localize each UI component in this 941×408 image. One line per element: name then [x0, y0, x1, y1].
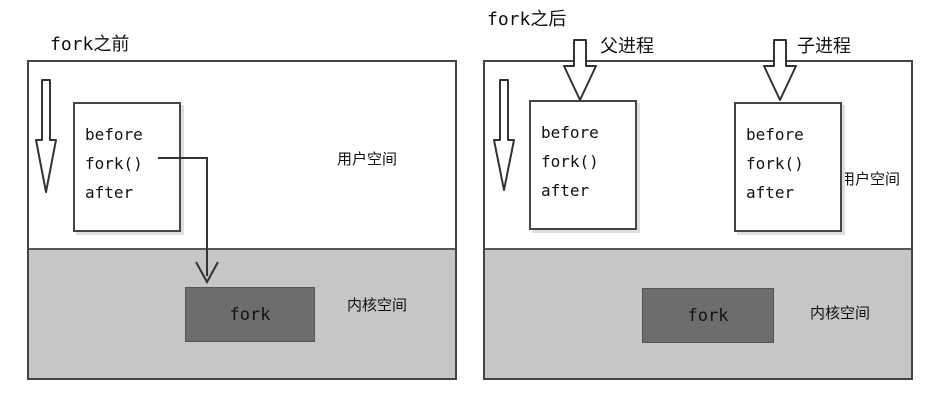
- user-space-label: 用户空间: [840, 170, 901, 188]
- code-line-fork: fork(): [85, 154, 143, 173]
- left-title: fork之前: [50, 34, 130, 55]
- parent-code-before: before: [541, 123, 599, 142]
- before-fork-panel: 用户空间 内核空间 before fork() after fork: [27, 60, 457, 380]
- process-code-box: before fork() after: [73, 102, 181, 232]
- code-line-before: before: [85, 125, 143, 144]
- after-fork-panel: 用户空间 内核空间 before fork() after before for…: [483, 60, 913, 380]
- child-code-before: before: [746, 125, 804, 144]
- kernel-space-label: 内核空间: [810, 304, 871, 322]
- child-code-box: before fork() after: [734, 102, 842, 232]
- parent-code-after: after: [541, 181, 590, 200]
- child-code-after: after: [746, 183, 795, 202]
- parent-code-fork: fork(): [541, 152, 599, 171]
- parent-process-label: 父进程: [600, 36, 654, 57]
- user-space-label: 用户空间: [337, 150, 398, 168]
- kernel-fork-box: fork: [642, 288, 774, 343]
- code-line-after: after: [85, 183, 134, 202]
- parent-code-box: before fork() after: [529, 100, 637, 230]
- child-code-fork: fork(): [746, 154, 804, 173]
- kernel-space-label: 内核空间: [347, 296, 408, 314]
- right-title: fork之后: [487, 9, 567, 30]
- kernel-fork-box: fork: [185, 287, 315, 342]
- child-process-label: 子进程: [797, 36, 851, 57]
